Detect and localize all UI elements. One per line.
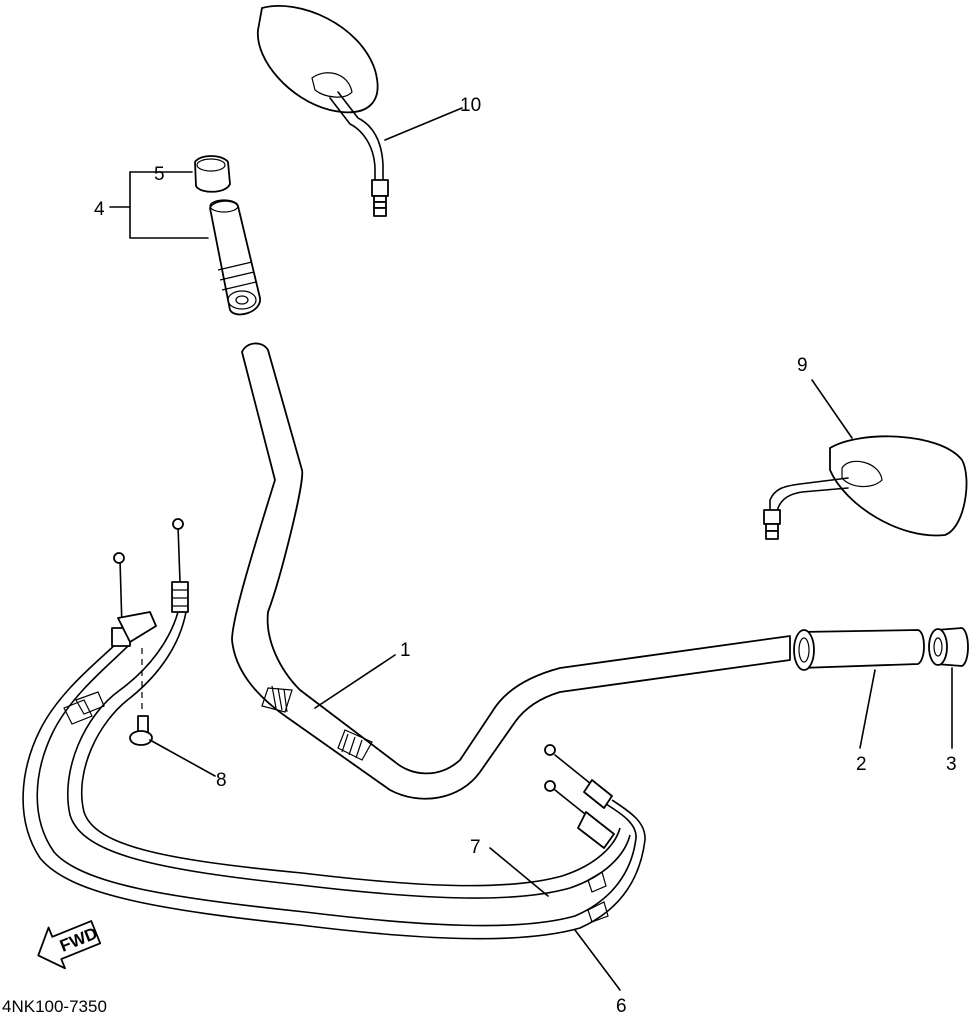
callout-8: 8 [216,770,227,791]
grip-right [793,629,925,749]
callout-2: 2 [856,754,867,775]
callout-10: 10 [460,95,481,116]
throttle-cables [22,518,646,991]
mirror-right [763,379,968,540]
callout-9: 9 [797,355,808,376]
mirror-left [257,5,463,217]
grip-assembly-top [209,199,261,316]
handlebar [231,342,791,800]
bracket-4 [129,171,209,239]
callout-3: 3 [946,754,957,775]
callout-6: 6 [616,996,627,1015]
callout-7: 7 [470,837,481,858]
callout-4: 4 [94,199,105,220]
forward-arrow-icon: FWD [37,920,102,970]
callout-5: 5 [154,164,165,185]
part-code: 4NK100-7350 [2,997,107,1015]
grip-end-cap-right [928,627,969,749]
callout-1: 1 [400,640,411,661]
screw [129,648,216,777]
grip-end-cap-top [194,155,231,193]
